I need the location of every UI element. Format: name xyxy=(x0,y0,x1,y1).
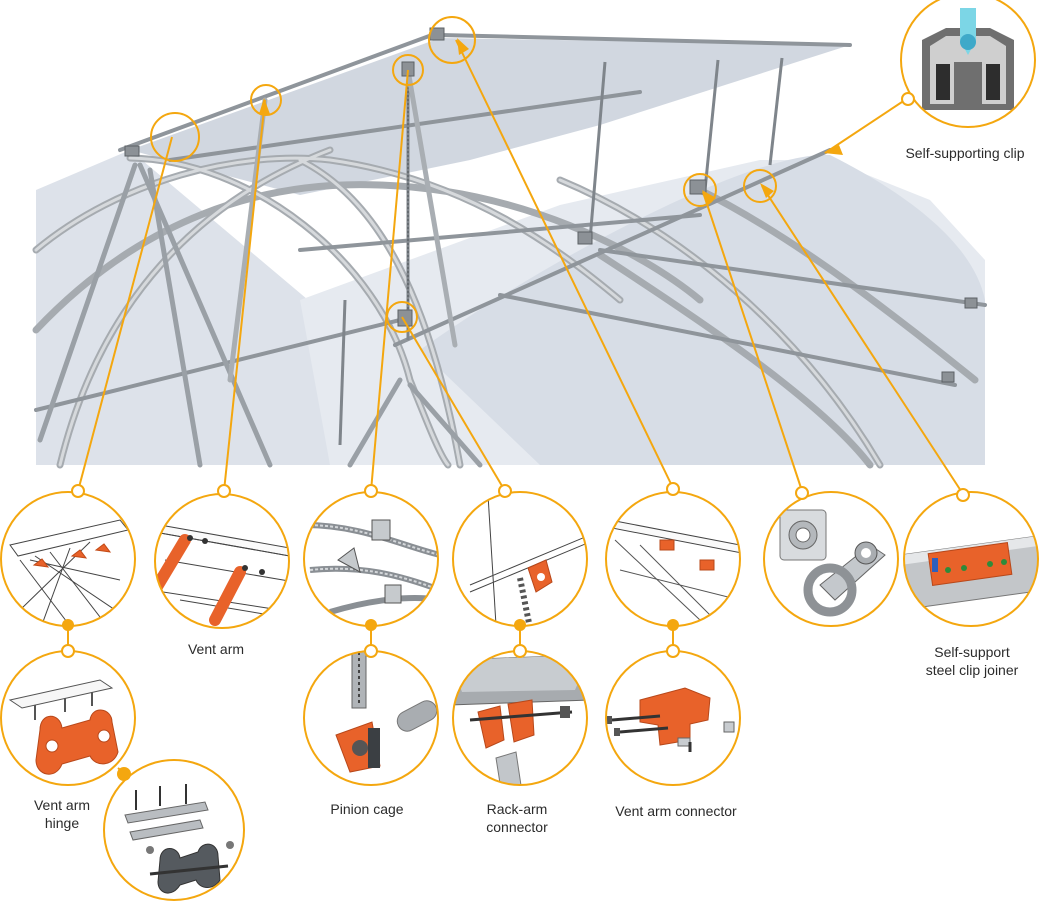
detail-pinion-cage xyxy=(303,650,439,786)
label-vent-arm: Vent arm xyxy=(187,641,245,657)
leader-dots xyxy=(61,92,970,781)
detail-vent-bearing xyxy=(763,491,899,627)
leader-arrowheads xyxy=(259,38,843,205)
detail-vent-arm-connector xyxy=(605,650,741,786)
label-pinion-cage: Pinion cage xyxy=(330,801,404,817)
detail-rack-overview xyxy=(303,491,439,627)
label-rack-arm-connector: Rack-arm connector xyxy=(486,801,548,835)
detail-vent-arm-connector-overview xyxy=(605,491,741,627)
leader-lines xyxy=(67,39,964,776)
label-vent-arm-hinge: Vent arm hinge xyxy=(33,797,91,831)
detail-vent-arm-hinge-exploded xyxy=(103,759,245,901)
hotspot-rings xyxy=(150,16,777,333)
label-vent-arm-connector: Vent arm connector xyxy=(615,803,737,819)
detail-rack-arm-connector xyxy=(452,650,588,786)
greenhouse-right-film xyxy=(420,154,985,465)
detail-rack-arm-overview xyxy=(452,491,588,627)
detail-clip-joiner xyxy=(903,491,1039,627)
greenhouse-main-view xyxy=(32,27,987,469)
detail-vent-arm xyxy=(154,493,290,629)
detail-vent-arm-hinge xyxy=(0,650,136,786)
label-self-supporting-clip: Self-supporting clip xyxy=(905,145,1025,161)
label-self-support-steel-clip-joiner: Self-support steel clip joiner xyxy=(925,644,1019,678)
detail-vent-arm-hinge-overview xyxy=(0,491,136,627)
detail-self-supporting-clip xyxy=(900,0,1036,128)
greenhouse-side-film xyxy=(36,150,330,465)
